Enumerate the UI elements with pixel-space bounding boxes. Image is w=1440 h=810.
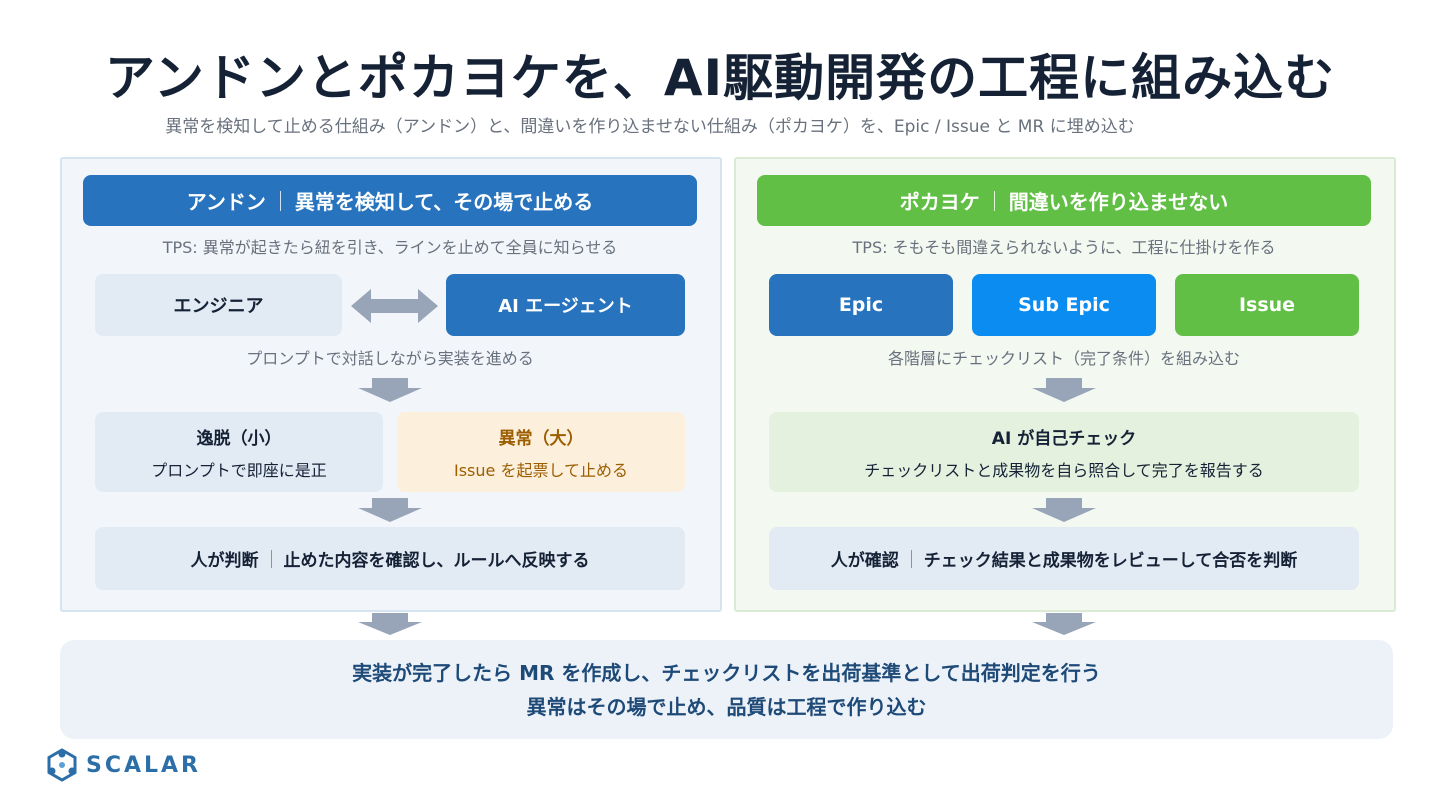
ai-self-check-box: AI が自己チェック チェックリストと成果物を自ら照合して完了を報告する (769, 412, 1359, 492)
pokayoke-tiles-caption: 各階層にチェックリスト（完了条件）を組み込む (887, 349, 1240, 368)
issue-tile: Issue (1175, 274, 1359, 336)
scalar-logo-icon (47, 748, 77, 782)
human-confirm-label: 人が確認 (830, 551, 899, 571)
sub-epic-tile: Sub Epic (972, 274, 1156, 336)
engineer-box: エンジニア (95, 274, 342, 336)
ai-self-check-desc: チェックリストと成果物を自ら照合して完了を報告する (864, 460, 1264, 480)
conclusion-box: 実装が完了したら MR を作成し、チェックリストを出荷基準として出荷判定を行う … (60, 640, 1393, 739)
andon-header-name: アンドン (186, 190, 266, 214)
header-separator (279, 190, 281, 211)
page-subtitle: 異常を検知して止める仕組み（アンドン）と、間違いを作り込ませない仕組み（ポカヨケ… (165, 117, 1135, 137)
human-judge-desc: 止めた内容を確認し、ルールへ反映する (283, 551, 590, 571)
pokayoke-header-desc: 間違いを作り込ませない (1008, 190, 1229, 214)
engineer-label: エンジニア (173, 296, 264, 317)
header-separator (993, 190, 995, 211)
bidirectional-arrow-icon (351, 289, 438, 323)
brand-logo: SCALAR (46, 748, 201, 782)
ai-agent-label: AI エージェント (498, 296, 633, 317)
pokayoke-header: ポカヨケ 間違いを作り込ませない (757, 175, 1371, 226)
minor-deviation-box: 逸脱（小） プロンプトで即座に是正 (95, 412, 383, 492)
issue-tile-label: Issue (1238, 294, 1296, 316)
epic-tile: Epic (769, 274, 953, 336)
pokayoke-header-name: ポカヨケ (899, 190, 980, 214)
judge-separator (270, 549, 272, 568)
down-arrow-icon (358, 613, 422, 635)
human-confirm-desc: チェック結果と成果物をレビューして合否を判断 (923, 551, 1298, 571)
down-arrow-icon (1032, 378, 1096, 402)
human-judge-box: 人が判断 止めた内容を確認し、ルールへ反映する (95, 527, 685, 590)
major-anomaly-desc: Issue を起票して止める (454, 460, 628, 480)
down-arrow-icon (1032, 498, 1096, 522)
pokayoke-tps-caption: TPS: そもそも間違えられないように、工程に仕掛けを作る (852, 238, 1276, 257)
major-anomaly-title: 異常（大） (498, 428, 584, 449)
conclusion-line-2: 異常はその場で止め、品質は工程で作り込む (526, 694, 927, 719)
brand-name: SCALAR (86, 752, 202, 778)
major-anomaly-box: 異常（大） Issue を起票して止める (397, 412, 685, 492)
sub-epic-tile-label: Sub Epic (1018, 294, 1110, 316)
andon-tps-caption: TPS: 異常が起きたら紐を引き、ラインを止めて全員に知らせる (162, 238, 618, 257)
minor-deviation-title: 逸脱（小） (196, 428, 282, 449)
conclusion-line-1: 実装が完了したら MR を作成し、チェックリストを出荷基準として出荷判定を行う (352, 660, 1101, 685)
down-arrow-icon (1032, 613, 1096, 635)
andon-header-desc: 異常を検知して、その場で止める (294, 190, 594, 214)
ai-agent-box: AI エージェント (446, 274, 685, 336)
andon-header: アンドン 異常を検知して、その場で止める (83, 175, 697, 226)
minor-deviation-desc: プロンプトで即座に是正 (151, 460, 327, 480)
epic-tile-label: Epic (838, 294, 884, 316)
human-judge-label: 人が判断 (190, 551, 259, 571)
andon-loop-caption: プロンプトで対話しながら実装を進める (246, 349, 534, 368)
ai-self-check-title: AI が自己チェック (991, 428, 1137, 449)
confirm-separator (910, 549, 912, 568)
human-confirm-box: 人が確認 チェック結果と成果物をレビューして合否を判断 (769, 527, 1359, 590)
page-title: アンドンとポカヨケを、AI駆動開発の工程に組み込む (104, 49, 1336, 107)
down-arrow-icon (358, 378, 422, 402)
down-arrow-icon (358, 498, 422, 522)
